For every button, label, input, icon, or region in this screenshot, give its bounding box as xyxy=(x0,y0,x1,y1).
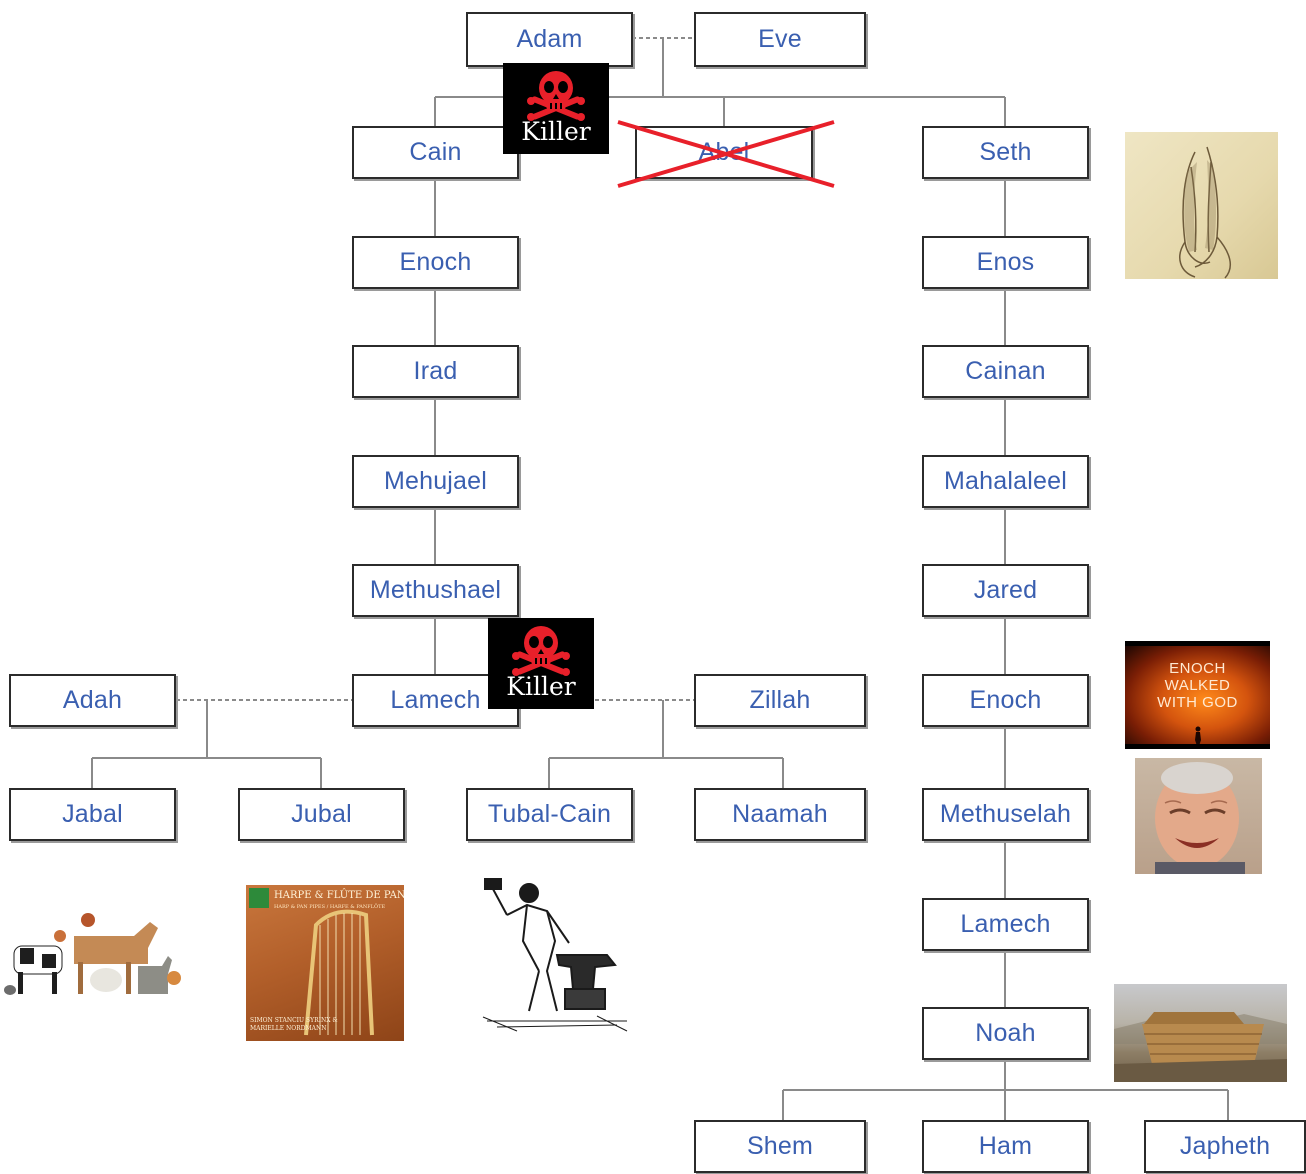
person-tubal-cain: Tubal-Cain xyxy=(466,788,633,841)
abel-crossed-out-mark xyxy=(617,120,835,188)
album-subtitle: HARP & PAN PIPES / HARFE & PANFLÖTE xyxy=(274,904,386,910)
skull-crossbones-icon xyxy=(527,71,585,121)
elderly-man-photo xyxy=(1135,758,1262,874)
skull-crossbones-icon xyxy=(512,626,570,676)
killer-label: Killer xyxy=(506,672,576,701)
album-artists: SIMON STANCIU SYRINX & MARIELLE NORDMANN xyxy=(250,1017,338,1032)
person-name: Methuselah xyxy=(939,800,1072,828)
person-name: Enoch xyxy=(969,686,1042,714)
person-name: Zillah xyxy=(749,686,811,714)
person-noah: Noah xyxy=(922,1007,1089,1060)
person-name: Mahalaleel xyxy=(944,467,1067,495)
person-enos: Enos xyxy=(922,236,1089,289)
enoch-poster-text: ENOCH WALKED WITH GOD xyxy=(1157,660,1238,711)
person-shem: Shem xyxy=(694,1120,866,1173)
person-eve: Eve xyxy=(694,12,866,67)
person-name: Jared xyxy=(973,576,1038,604)
person-cain: Cain xyxy=(352,126,519,179)
person-name: Naamah xyxy=(732,800,828,828)
person-mahalaleel: Mahalaleel xyxy=(922,455,1089,508)
person-cainan: Cainan xyxy=(922,345,1089,398)
person-name: Mehujael xyxy=(383,467,488,495)
person-name: Japheth xyxy=(1179,1132,1271,1160)
person-adam: Adam xyxy=(466,12,633,67)
person-name: Methushael xyxy=(369,576,502,604)
person-name: Cainan xyxy=(965,357,1046,385)
person-adah: Adah xyxy=(9,674,176,727)
person-name: Seth xyxy=(979,138,1032,166)
person-name: Jabal xyxy=(62,800,123,828)
person-name: Eve xyxy=(758,25,802,53)
person-name: Lamech xyxy=(390,686,481,714)
killer-badge-cain: Killer xyxy=(503,63,609,154)
person-name: Enos xyxy=(976,248,1035,276)
person-naamah: Naamah xyxy=(694,788,866,841)
person-jubal: Jubal xyxy=(238,788,405,841)
person-methushael: Methushael xyxy=(352,564,519,617)
person-jared: Jared xyxy=(922,564,1089,617)
label-logo-icon xyxy=(249,888,269,908)
person-name: Enoch xyxy=(399,248,472,276)
person-zillah: Zillah xyxy=(694,674,866,727)
person-name: Lamech xyxy=(960,910,1051,938)
livestock-animals-image xyxy=(2,906,186,1002)
person-lamech-son-of-methuselah: Lamech xyxy=(922,898,1089,951)
person-name: Ham xyxy=(978,1132,1033,1160)
killer-badge-lamech: Killer xyxy=(488,618,594,709)
album-title: HARPE & FLÛTE DE PAN xyxy=(274,890,404,901)
person-ham: Ham xyxy=(922,1120,1089,1173)
person-mehujael: Mehujael xyxy=(352,455,519,508)
person-name: Cain xyxy=(409,138,462,166)
person-name: Tubal-Cain xyxy=(487,800,612,828)
person-jabal: Jabal xyxy=(9,788,176,841)
person-japheth: Japheth xyxy=(1144,1120,1306,1173)
person-name: Noah xyxy=(975,1019,1036,1047)
person-name: Shem xyxy=(746,1132,814,1160)
enoch-walked-with-god-image: ENOCH WALKED WITH GOD xyxy=(1125,641,1270,749)
person-enoch-son-of-cain: Enoch xyxy=(352,236,519,289)
person-name: Adah xyxy=(62,686,123,714)
noahs-ark-image xyxy=(1114,984,1287,1082)
person-name: Jubal xyxy=(291,800,352,828)
person-name: Adam xyxy=(516,25,583,53)
person-methuselah: Methuselah xyxy=(922,788,1089,841)
person-enoch-son-of-jared: Enoch xyxy=(922,674,1089,727)
person-irad: Irad xyxy=(352,345,519,398)
praying-hands-image xyxy=(1125,132,1278,279)
person-name: Irad xyxy=(413,357,458,385)
person-seth: Seth xyxy=(922,126,1089,179)
killer-label: Killer xyxy=(521,117,591,146)
harp-album-cover-image: HARPE & FLÛTE DE PAN HARP & PAN PIPES / … xyxy=(246,885,404,1041)
blacksmith-drawing-image xyxy=(477,871,635,1036)
